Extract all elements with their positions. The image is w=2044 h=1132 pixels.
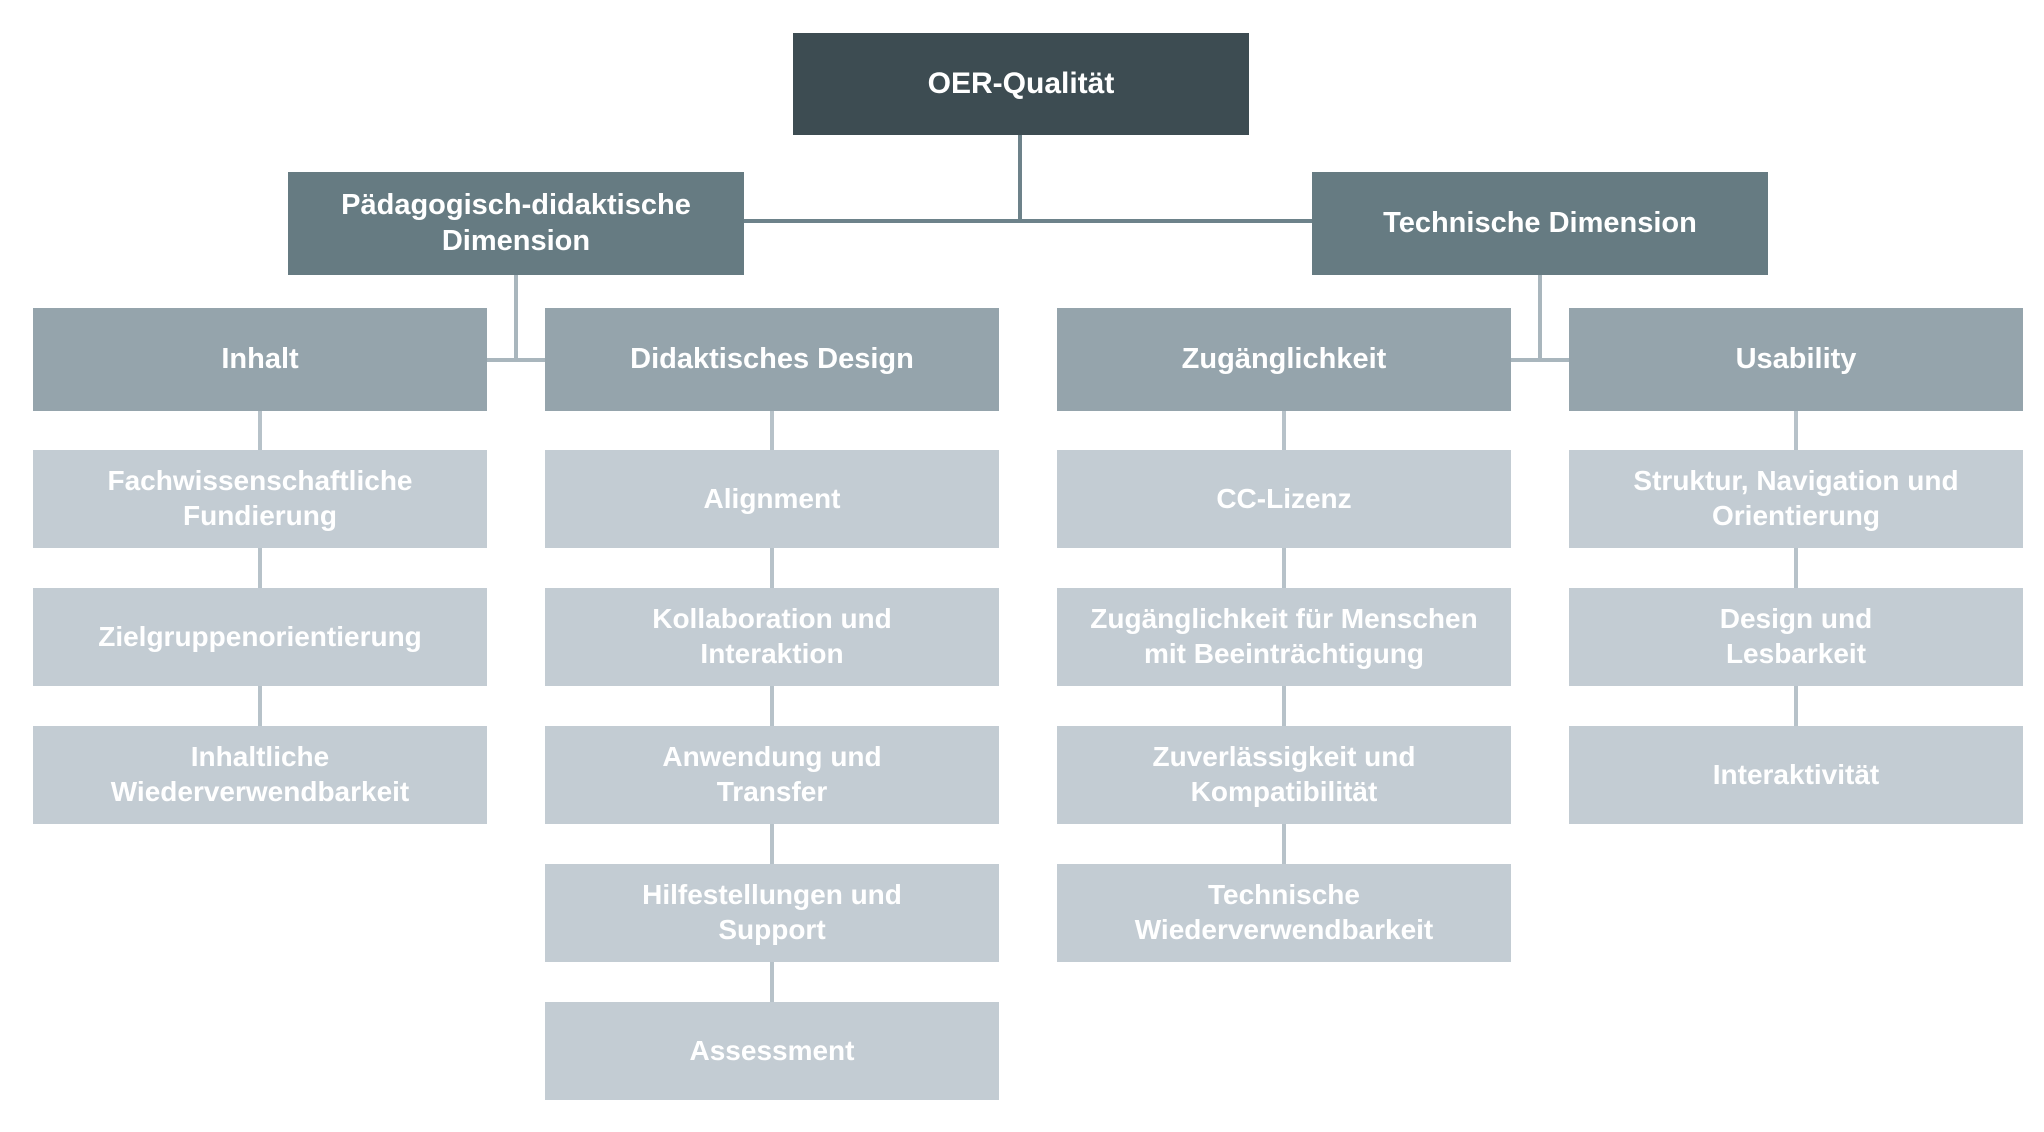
connector-col2-seg3 bbox=[770, 686, 774, 726]
item-technische-wiederverwendbarkeit: Technische Wiederverwendbarkeit bbox=[1057, 864, 1511, 962]
connector-dim1-vertical bbox=[514, 275, 518, 362]
connector-root-vertical bbox=[1018, 134, 1022, 221]
connector-col2-seg4 bbox=[770, 824, 774, 864]
item-hilfestellungen-und-support: Hilfestellungen und Support bbox=[545, 864, 999, 962]
connector-col4-seg2 bbox=[1794, 548, 1798, 588]
item-zielgruppenorientierung: Zielgruppenorientierung bbox=[33, 588, 487, 686]
header-usability: Usability bbox=[1569, 308, 2023, 411]
item-inhaltliche-wiederverwendbarkeit: Inhaltliche Wiederverwendbarkeit bbox=[33, 726, 487, 824]
connector-col4-seg1 bbox=[1794, 411, 1798, 450]
node-technische-dimension: Technische Dimension bbox=[1312, 172, 1768, 275]
connector-dim1-horizontal bbox=[487, 358, 545, 362]
item-assessment: Assessment bbox=[545, 1002, 999, 1100]
item-struktur-navigation-orientierung: Struktur, Navigation und Orientierung bbox=[1569, 450, 2023, 548]
node-oer-qualitaet: OER-Qualität bbox=[793, 33, 1249, 135]
connector-col4-seg3 bbox=[1794, 686, 1798, 726]
connector-col3-seg2 bbox=[1282, 548, 1286, 588]
item-zugaenglichkeit-fuer-menschen: Zugänglichkeit für Menschen mit Beeinträ… bbox=[1057, 588, 1511, 686]
connector-col2-seg2 bbox=[770, 548, 774, 588]
item-interaktivitaet: Interaktivität bbox=[1569, 726, 2023, 824]
connector-dim2-horizontal bbox=[1511, 358, 1569, 362]
header-zugaenglichkeit: Zugänglichkeit bbox=[1057, 308, 1511, 411]
item-design-und-lesbarkeit: Design und Lesbarkeit bbox=[1569, 588, 2023, 686]
item-zuverlaessigkeit-und-kompatibilitaet: Zuverlässigkeit und Kompatibilität bbox=[1057, 726, 1511, 824]
connector-root-horizontal bbox=[744, 219, 1312, 223]
header-inhalt: Inhalt bbox=[33, 308, 487, 411]
item-alignment: Alignment bbox=[545, 450, 999, 548]
connector-col2-seg1 bbox=[770, 411, 774, 450]
item-anwendung-und-transfer: Anwendung und Transfer bbox=[545, 726, 999, 824]
connector-col3-seg4 bbox=[1282, 824, 1286, 864]
connector-col3-seg3 bbox=[1282, 686, 1286, 726]
connector-dim2-vertical bbox=[1538, 275, 1542, 362]
connector-col1-seg3 bbox=[258, 686, 262, 726]
item-fachwissenschaftliche-fundierung: Fachwissenschaftliche Fundierung bbox=[33, 450, 487, 548]
connector-col3-seg1 bbox=[1282, 411, 1286, 450]
connector-col2-seg5 bbox=[770, 962, 774, 1002]
item-cc-lizenz: CC-Lizenz bbox=[1057, 450, 1511, 548]
connector-col1-seg2 bbox=[258, 548, 262, 588]
node-paedagogisch-didaktische-dimension: Pädagogisch-didaktische Dimension bbox=[288, 172, 744, 275]
header-didaktisches-design: Didaktisches Design bbox=[545, 308, 999, 411]
connector-col1-seg1 bbox=[258, 411, 262, 450]
item-kollaboration-und-interaktion: Kollaboration und Interaktion bbox=[545, 588, 999, 686]
